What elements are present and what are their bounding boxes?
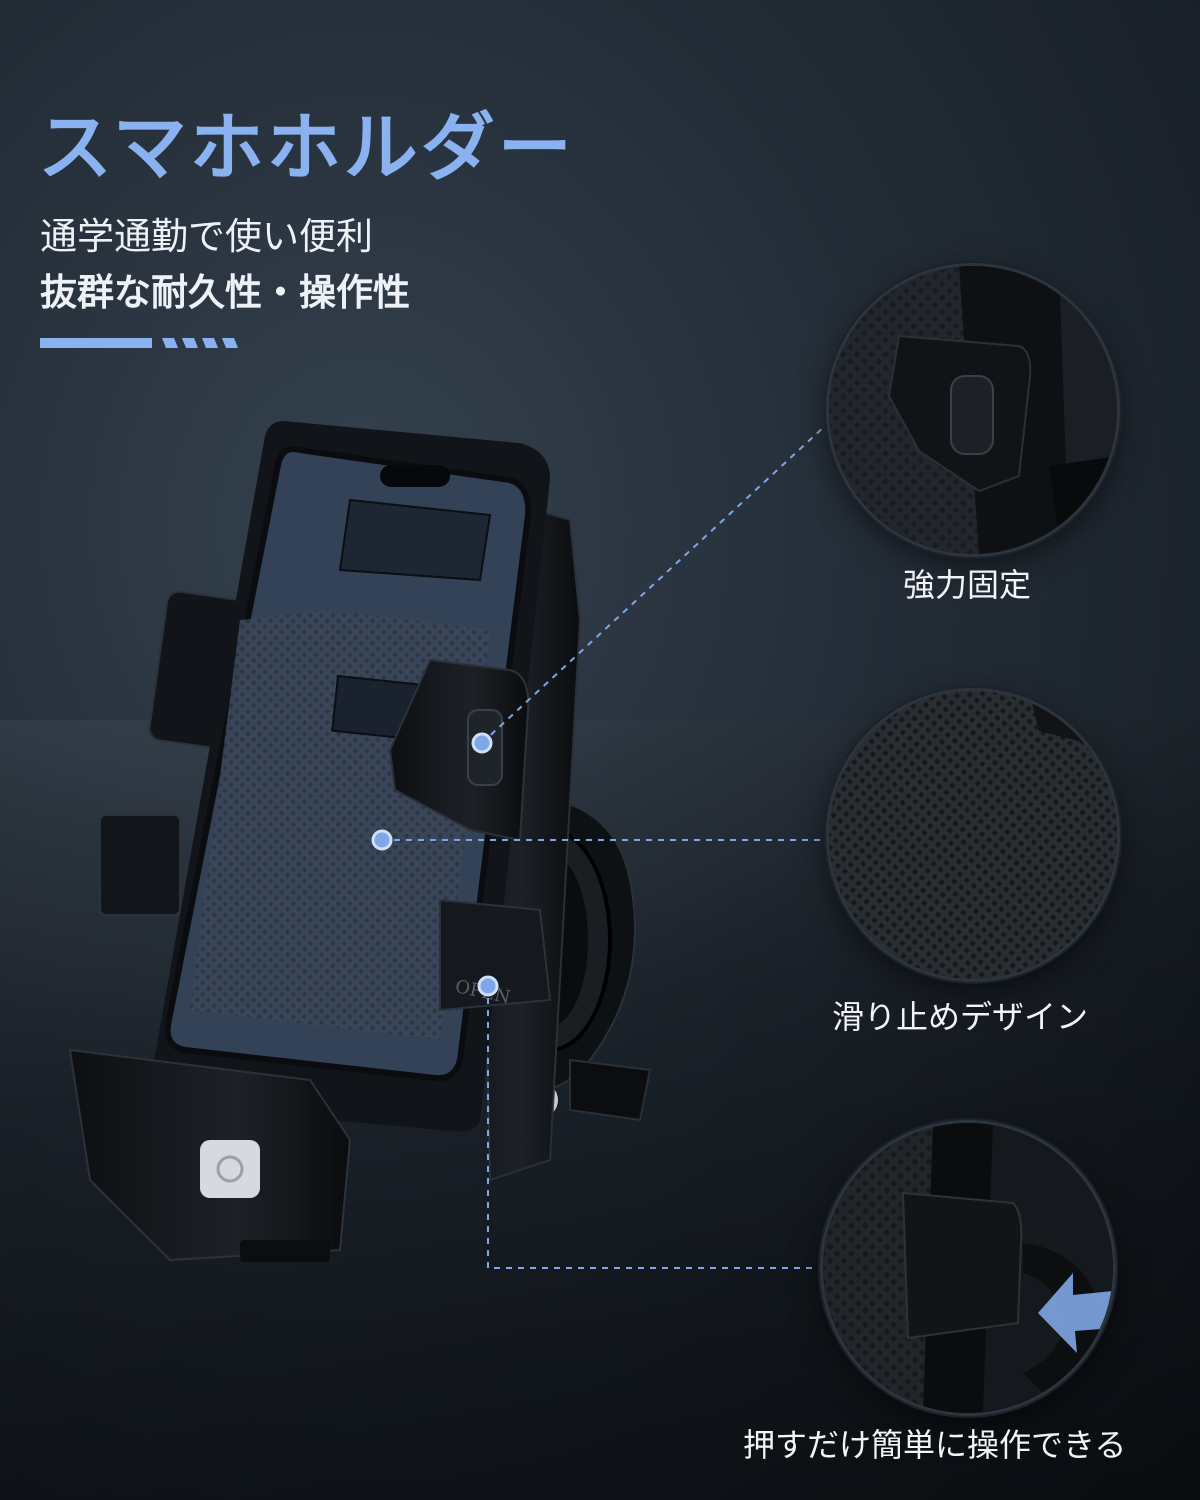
page-title: スマホホルダー	[38, 105, 575, 191]
power-button-icon	[200, 1140, 260, 1198]
callout-caption-strong-hold: 強力固定	[903, 566, 1032, 604]
stripe-bar-icon	[40, 338, 238, 348]
detail-circle-strong-hold	[826, 263, 1120, 557]
callout-caption-push-release: 押すだけ簡単に操作できる	[743, 1426, 1127, 1464]
detail-circle-push-release	[820, 1120, 1116, 1416]
subtitle-line-2: 抜群な耐久性・操作性	[40, 271, 410, 314]
subtitle-line-1: 通学通勤で使い便利	[40, 215, 373, 258]
callout-caption-anti-slip: 滑り止めデザイン	[832, 998, 1089, 1036]
phone-holder-illustration: OPEN	[68, 421, 652, 1262]
detail-circle-anti-slip	[826, 688, 1120, 982]
arrow-icon	[1038, 1273, 1113, 1353]
